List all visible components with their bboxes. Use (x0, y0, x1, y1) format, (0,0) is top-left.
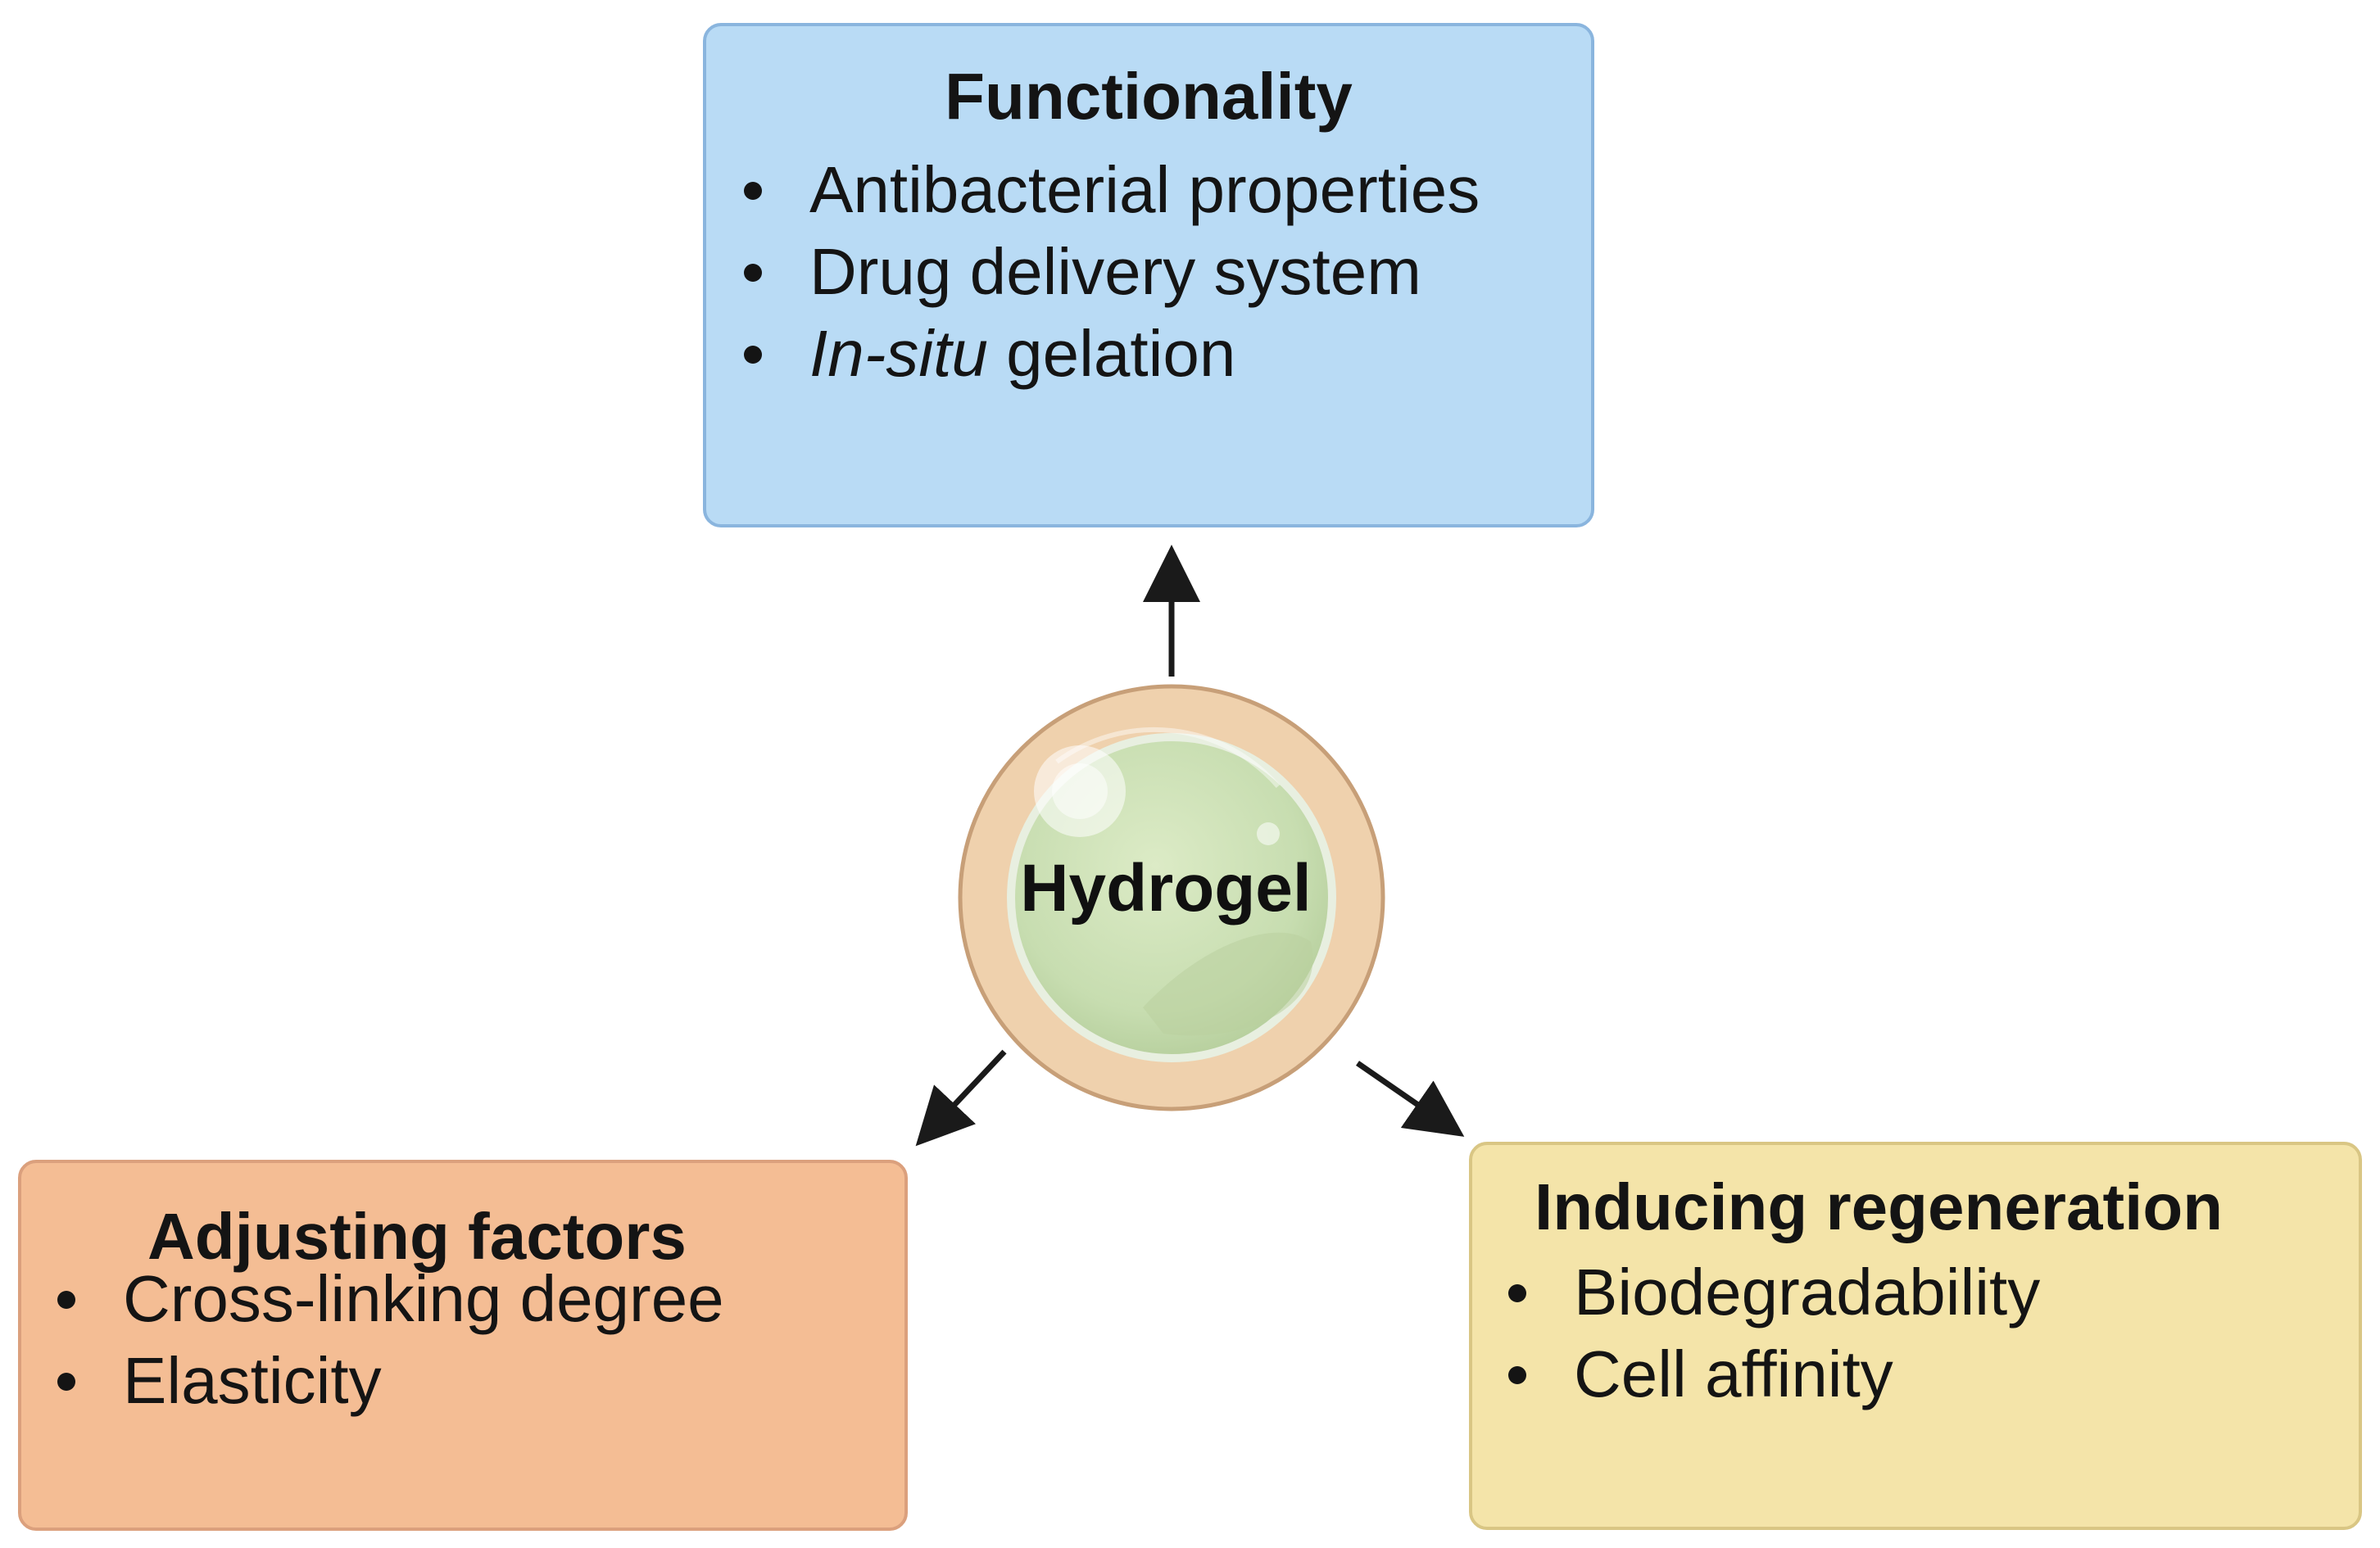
arrow-to-inducing-regeneration (1356, 1061, 1465, 1137)
list-item-text: Antibacterial properties (809, 153, 1480, 226)
list-item: Drug delivery system (728, 231, 1480, 313)
adjusting-factors-title: Adjusting factors (147, 1200, 687, 1273)
adjusting-factors-box: Adjusting factors Cross-linking degree E… (18, 1160, 908, 1531)
functionality-title: Functionality (945, 60, 1353, 133)
inducing-regeneration-list: Biodegradability Cell affinity (1492, 1252, 2040, 1415)
bullet-icon (1508, 1366, 1526, 1384)
list-item: Elasticity (41, 1340, 724, 1422)
list-item-text: Cross-linking degree (123, 1262, 724, 1335)
inducing-regeneration-box: Inducing regeneration Biodegradability C… (1469, 1142, 2362, 1530)
list-item: Antibacterial properties (728, 149, 1480, 231)
bullet-icon (744, 182, 762, 200)
list-item: In-situ gelation (728, 313, 1480, 395)
functionality-list: Antibacterial properties Drug delivery s… (728, 149, 1480, 395)
list-item-text: Biodegradability (1574, 1256, 2041, 1328)
bullet-icon (57, 1373, 75, 1391)
bullet-icon (744, 264, 762, 282)
bullet-icon (744, 346, 762, 364)
list-item-text: Elasticity (123, 1344, 382, 1417)
arrow-to-adjusting-factors (915, 1049, 1007, 1147)
list-item-text: Cell affinity (1574, 1338, 1893, 1410)
list-item-italic-text: In-situ (809, 317, 988, 390)
hydrogel-label: Hydrogel (1020, 851, 1312, 926)
list-item: Biodegradability (1492, 1252, 2040, 1333)
list-item-text: Drug delivery system (809, 235, 1421, 308)
hydrogel-sphere-icon (958, 684, 1385, 1111)
bullet-icon (57, 1291, 75, 1309)
functionality-box: Functionality Antibacterial properties D… (703, 23, 1594, 527)
inducing-regeneration-title: Inducing regeneration (1535, 1170, 2224, 1243)
list-item: Cross-linking degree (41, 1258, 724, 1340)
bullet-icon (1508, 1284, 1526, 1302)
adjusting-factors-list: Cross-linking degree Elasticity (41, 1258, 724, 1422)
list-item: Cell affinity (1492, 1333, 2040, 1415)
list-item-text: gelation (987, 317, 1236, 390)
